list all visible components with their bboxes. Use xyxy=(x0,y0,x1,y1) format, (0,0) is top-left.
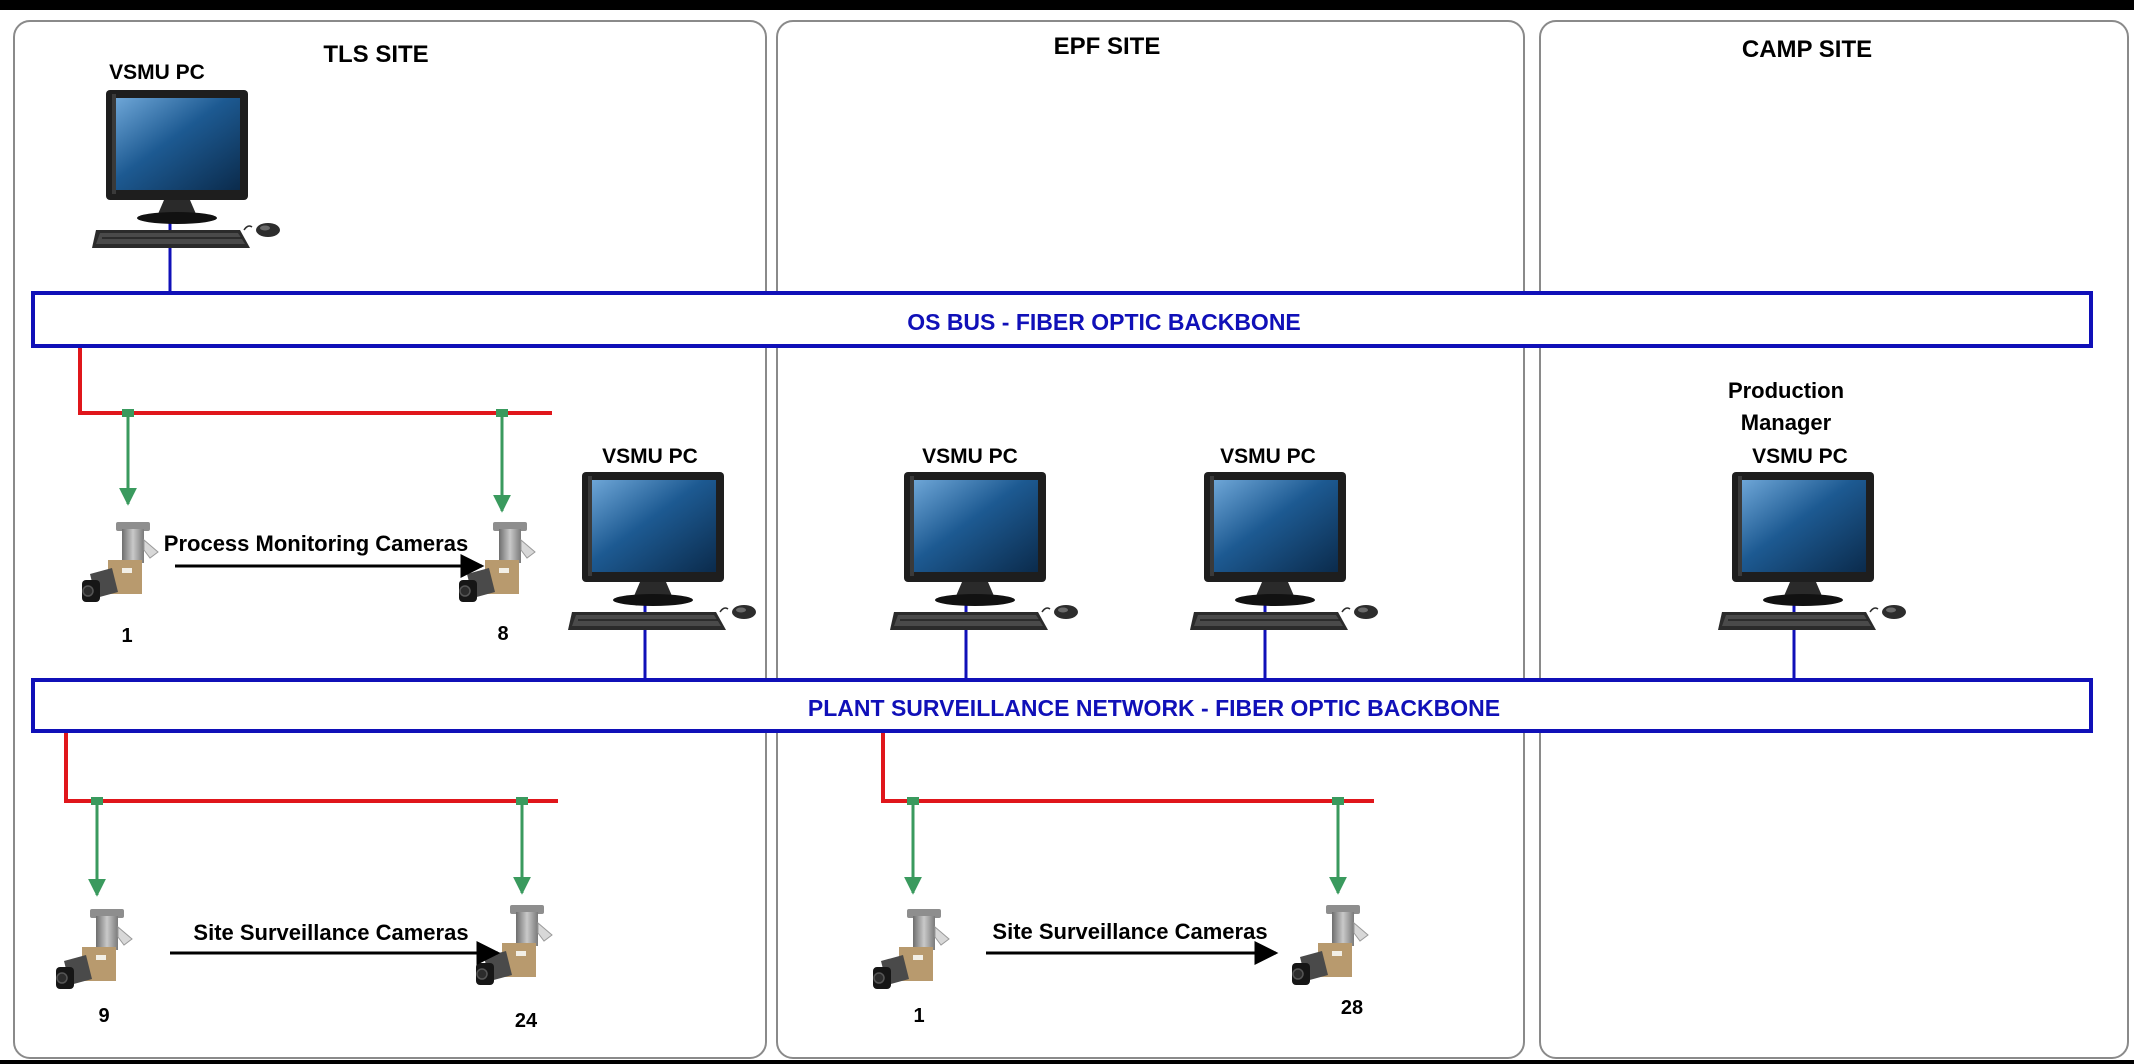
camera-group-label: Site Surveillance Cameras xyxy=(992,919,1267,944)
pc-label-tls-top: VSMU PC xyxy=(109,61,205,84)
pc-label-camp-line2: Manager xyxy=(1741,410,1832,435)
site-title-epf: EPF SITE xyxy=(1054,33,1161,60)
feeder-epf-site xyxy=(881,733,1374,803)
pc-tls-mid: VSMU PC xyxy=(567,445,757,631)
camera-number-first: 1 xyxy=(121,625,132,647)
feeder-tls-site xyxy=(64,733,558,803)
site-title-tls: TLS SITE xyxy=(323,41,428,68)
plant-network-backbone xyxy=(31,678,2093,733)
camera-group-tls-site: Site Surveillance Cameras 9 24 xyxy=(55,904,553,1032)
camera-number-last: 8 xyxy=(497,623,508,645)
plant-network-label: PLANT SURVEILLANCE NETWORK - FIBER OPTIC… xyxy=(808,695,1500,721)
site-panel-epf xyxy=(776,20,1525,1059)
top-frame-strip xyxy=(0,0,2134,10)
pc-epf-right: VSMU PC xyxy=(1189,445,1379,631)
pc-tls-top: VSMU PC xyxy=(91,61,281,249)
pc-label-camp-line1: Production xyxy=(1728,378,1844,403)
camera-number-first: 9 xyxy=(98,1005,109,1027)
pc-epf-left: VSMU PC xyxy=(889,445,1079,631)
feeder-tls-process xyxy=(78,347,552,415)
os-bus-backbone xyxy=(31,291,2093,348)
camera-group-epf-site: Site Surveillance Cameras 1 28 xyxy=(872,904,1369,1027)
camera-number-first: 1 xyxy=(913,1005,924,1027)
os-bus-label: OS BUS - FIBER OPTIC BACKBONE xyxy=(907,309,1301,335)
bottom-frame-strip xyxy=(0,1060,2134,1064)
camera-group-tls-process: Process Monitoring Cameras 1 8 xyxy=(81,521,536,647)
site-title-camp: CAMP SITE xyxy=(1742,36,1872,63)
pc-label-epf-right: VSMU PC xyxy=(1220,445,1316,468)
pc-label-epf-left: VSMU PC xyxy=(922,445,1018,468)
pc-camp: Production Manager VSMU PC xyxy=(1717,378,1907,631)
camera-number-last: 28 xyxy=(1341,997,1363,1019)
camera-group-label: Process Monitoring Cameras xyxy=(164,531,468,556)
pc-label-tls-mid: VSMU PC xyxy=(602,445,698,468)
camera-group-label: Site Surveillance Cameras xyxy=(193,920,468,945)
pc-label-camp-line3: VSMU PC xyxy=(1752,445,1848,468)
site-panel-tls xyxy=(13,20,767,1059)
camera-number-last: 24 xyxy=(515,1010,538,1032)
connection-lines xyxy=(64,222,1796,897)
